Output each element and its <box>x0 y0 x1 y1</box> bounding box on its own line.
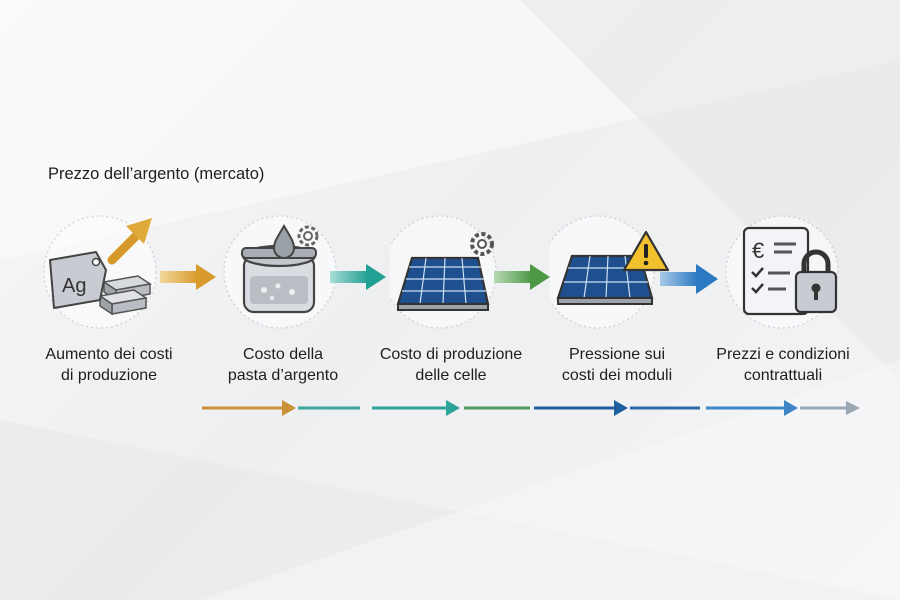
flow-arrow-3 <box>494 264 550 290</box>
solar-cell-gear-icon <box>390 212 510 332</box>
svg-text:€: € <box>752 238 764 263</box>
silver-bars-rising-arrow-icon: Ag <box>40 212 160 332</box>
silver-paste-jar-icon <box>220 212 340 332</box>
flow-arrow-4 <box>660 264 718 294</box>
flow-arrow-1 <box>160 264 216 290</box>
progress-timeline <box>40 396 870 420</box>
contract-lock-icon: € <box>724 212 844 332</box>
solar-module-warning-icon <box>550 212 670 332</box>
ingot-label: Ag <box>62 275 86 297</box>
flow-arrow-2 <box>330 264 386 290</box>
diagram-title: Prezzo dell’argento (mercato) <box>48 165 265 183</box>
